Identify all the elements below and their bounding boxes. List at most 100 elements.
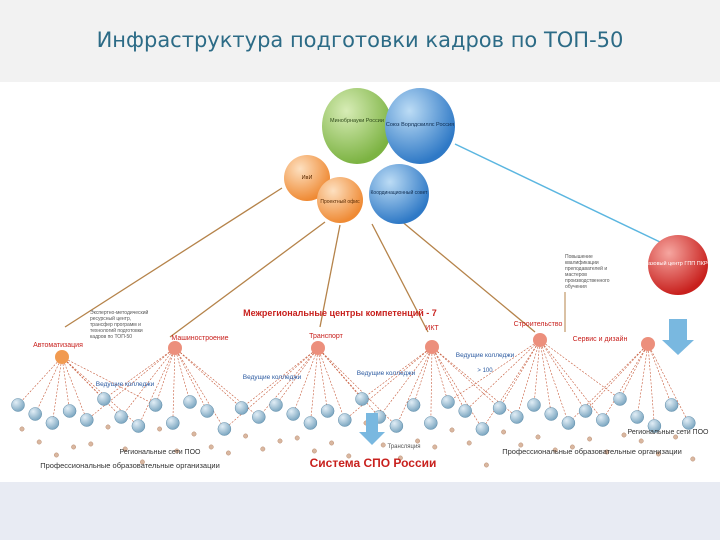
org-node xyxy=(122,446,128,452)
network-link xyxy=(174,347,225,430)
network-link xyxy=(464,339,541,412)
network-link xyxy=(396,346,433,427)
network-link xyxy=(431,346,449,403)
college-node xyxy=(355,392,369,406)
college-node xyxy=(200,404,214,418)
qualification-text: Повышение квалификации преподавателей и … xyxy=(565,254,610,290)
network-link xyxy=(539,339,552,415)
network-link xyxy=(585,343,649,412)
college-node xyxy=(389,419,404,433)
college-node xyxy=(613,392,627,406)
network-link xyxy=(86,347,176,421)
service-label: Сервис и дизайн xyxy=(573,335,628,343)
college-node xyxy=(647,419,662,433)
org-node xyxy=(690,456,696,462)
org-node xyxy=(570,444,575,450)
network-link xyxy=(61,356,70,412)
network-link xyxy=(174,347,191,403)
network-link xyxy=(258,347,319,418)
network-link xyxy=(275,347,319,406)
spo-system-label: Система СПО России xyxy=(310,456,437,470)
worldskills-circle: Союз Ворлдскиллс Россия xyxy=(385,88,455,164)
project-office-circle: Проектный офис xyxy=(317,177,363,223)
network-link xyxy=(103,347,176,400)
network-link xyxy=(344,346,433,421)
org-node xyxy=(673,434,678,440)
network-link xyxy=(636,343,649,418)
org-node xyxy=(638,438,644,444)
org-node xyxy=(518,442,524,448)
college-node xyxy=(458,404,472,418)
org-node xyxy=(329,440,334,446)
automation-label: Автоматизация xyxy=(33,342,83,349)
network-link xyxy=(317,347,380,418)
org-node xyxy=(415,438,420,444)
expert-center-text: Экспертно-методический ресурсный центр, … xyxy=(90,310,148,340)
network-link xyxy=(533,339,541,406)
network-link xyxy=(499,339,541,409)
org-node xyxy=(604,449,610,455)
network-link xyxy=(619,343,649,400)
project-office-label: Проектный офис xyxy=(320,198,360,205)
college-node xyxy=(492,401,507,415)
college-node xyxy=(406,398,421,412)
org-node xyxy=(552,447,558,453)
leading-colleges-label-2: Ведущие колледжи xyxy=(243,374,302,381)
prof-orgs-right: Профессиональные образовательные организ… xyxy=(502,447,682,456)
org-node xyxy=(501,429,506,435)
college-node xyxy=(664,398,679,412)
construction-label: Строительство xyxy=(514,321,563,328)
college-node xyxy=(62,404,77,418)
leading-colleges-label-4: Ведущие колледжи xyxy=(456,352,515,359)
org-node xyxy=(71,444,77,450)
org-node xyxy=(432,444,438,450)
leading-colleges-label-1: Ведущие колледжи xyxy=(96,381,155,388)
leading-colleges-label-3: Ведущие колледжи xyxy=(357,370,416,377)
page-title: Инфраструктура подготовки кадров по ТОП-… xyxy=(96,28,624,52)
college-node xyxy=(80,413,94,427)
ivi-label: ИвИ xyxy=(302,175,313,181)
network-link xyxy=(447,339,541,403)
network-link xyxy=(539,339,621,400)
network-link xyxy=(378,346,433,418)
org-node xyxy=(174,448,180,454)
college-node xyxy=(148,398,163,412)
college-node xyxy=(441,395,455,409)
ministry-circle: Минобрнауки России xyxy=(322,88,392,164)
college-node xyxy=(97,392,111,406)
college-node xyxy=(475,422,490,436)
college-node xyxy=(11,398,25,412)
org-node xyxy=(346,453,352,459)
header-band xyxy=(0,0,720,82)
hub-node xyxy=(55,350,69,364)
network-link xyxy=(568,343,649,424)
network-link xyxy=(539,339,569,424)
college-node xyxy=(166,416,180,430)
base-center-circle: Базовый центр ГПП ПКРС xyxy=(644,235,712,295)
network-link xyxy=(430,346,433,424)
org-node xyxy=(88,441,94,447)
footer-band xyxy=(0,482,720,540)
ikt-label: ИКТ xyxy=(425,325,439,332)
network-link xyxy=(539,339,586,412)
college-node xyxy=(682,416,696,430)
college-node xyxy=(131,419,146,433)
org-node xyxy=(191,431,197,437)
network-link xyxy=(172,347,176,424)
college-node xyxy=(596,413,610,427)
org-node xyxy=(139,459,145,465)
college-node xyxy=(28,407,42,421)
college-node xyxy=(234,401,249,415)
network-link xyxy=(413,346,433,406)
org-node xyxy=(105,424,111,430)
network-link xyxy=(61,356,88,421)
ministry-label: Минобрнауки России xyxy=(330,118,384,124)
college-node xyxy=(510,410,524,424)
org-node xyxy=(54,452,59,458)
network-link xyxy=(241,347,319,409)
hub-node xyxy=(311,341,325,355)
org-node xyxy=(36,439,42,445)
college-node xyxy=(114,410,128,424)
network-link xyxy=(224,347,319,430)
council-label: Координационный совет xyxy=(371,189,429,196)
